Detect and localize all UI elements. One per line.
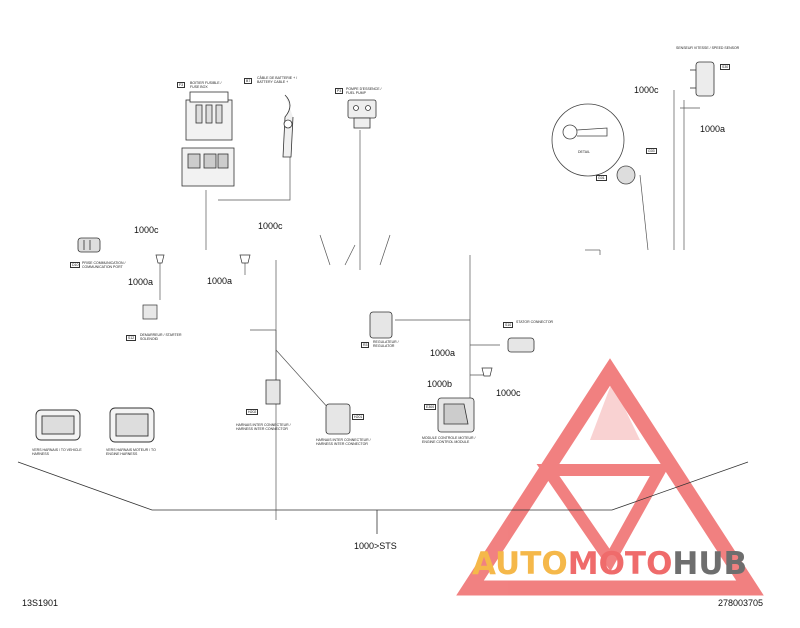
bus-label: 1000>STS xyxy=(354,541,397,551)
callout-1000a-a: 1000a xyxy=(128,277,154,287)
battery-cable-drawing xyxy=(282,94,294,158)
callout-1000c-b: 1000c xyxy=(258,221,283,231)
diag-code-tag: D10 xyxy=(70,262,81,268)
fuse-box-label: BOITIER FUSIBLE / FUSE BOX xyxy=(190,81,222,89)
right-drawing-code: 278003705 xyxy=(718,598,764,608)
regulator-label: REGULATEUR / REGULATOR xyxy=(373,340,399,348)
wires xyxy=(159,90,700,520)
speed-sensor-connector xyxy=(690,61,715,97)
ground2-code-tag: G03 xyxy=(646,148,657,154)
detail-label: DETAIL xyxy=(578,150,590,154)
callout-1000c-a: 1000c xyxy=(134,225,159,235)
ecm-code-tag: E300 xyxy=(424,404,437,410)
starter-label: DEMARREUR / STARTER SOLENOID xyxy=(140,333,182,341)
callout-1000c-d: 1000c xyxy=(496,388,521,398)
automotohub-logo-mark xyxy=(456,358,764,596)
diag-connector-label: PRISE COMMUNICATION / COMMUNICATION PORT xyxy=(82,261,126,269)
main-bus-line xyxy=(17,461,749,511)
vehicle-a-label: VERS HARNAIS / TO VEHICLE HARNESS xyxy=(32,448,82,456)
fuel-pump-label: POMPE D'ESSENCE / FUEL PUMP xyxy=(346,87,382,95)
callout-1000a-c: 1000a xyxy=(700,124,726,134)
automotohub-logo-text: AUTOMOTOHUB xyxy=(472,546,747,582)
callout-1000b-d: 1000b xyxy=(427,379,453,389)
diag-connector xyxy=(77,237,101,253)
callout-1000a-d: 1000a xyxy=(430,348,456,358)
vehicle-b-label: VERS HARNAIS MOTEUR / TO ENGINE HARNESS xyxy=(106,448,156,456)
harness-a-code-tag: H202 xyxy=(246,409,259,415)
ecm-label: MODULE CONTROLE MOTEUR / ENGINE CONTROL … xyxy=(422,436,476,444)
fuel-code-tag: P3 xyxy=(335,88,344,94)
fuse-box-drawing xyxy=(181,91,235,187)
logo-text-hub: HUB xyxy=(672,546,748,582)
fuse-code-tag: F3 xyxy=(177,82,186,88)
detail-view xyxy=(551,103,636,185)
stator-code-tag: S10 xyxy=(503,322,514,328)
ground-code-tag: G01 xyxy=(596,175,607,181)
logo-text-auto: AUTO xyxy=(472,546,568,582)
stator-label: STATOR CONNECTOR xyxy=(516,320,554,324)
callout-1000c-c: 1000c xyxy=(634,85,659,95)
fuel-pump-connector xyxy=(347,99,377,129)
left-drawing-code: 13S1901 xyxy=(22,598,59,608)
regulator-code-tag: R3 xyxy=(361,342,370,348)
starter-code-tag: S12 xyxy=(126,335,137,341)
vehicle-connectors xyxy=(35,407,155,443)
battery-cable-label: CÂBLE DE BATTERIE + / BATTERY CABLE + xyxy=(257,76,298,84)
harness-intercon-b-label: HARNAIS INTER CONNECTEUR / HARNESS INTER… xyxy=(316,438,371,446)
harness-b-code-tag: H201 xyxy=(352,414,365,420)
harness-intercon-a-label: HARNAIS INTER CONNECTEUR / HARNESS INTER… xyxy=(236,423,291,431)
speed-sensor-label: SENSEUR VITESSE / SPEED SENSOR xyxy=(676,46,740,50)
battery-code-tag: B7 xyxy=(244,78,253,84)
harness-connectors xyxy=(265,311,535,435)
speed-code-tag: S30 xyxy=(720,64,731,70)
callout-1000a-b: 1000a xyxy=(207,276,233,286)
logo-text-moto: MOTO xyxy=(567,546,673,582)
